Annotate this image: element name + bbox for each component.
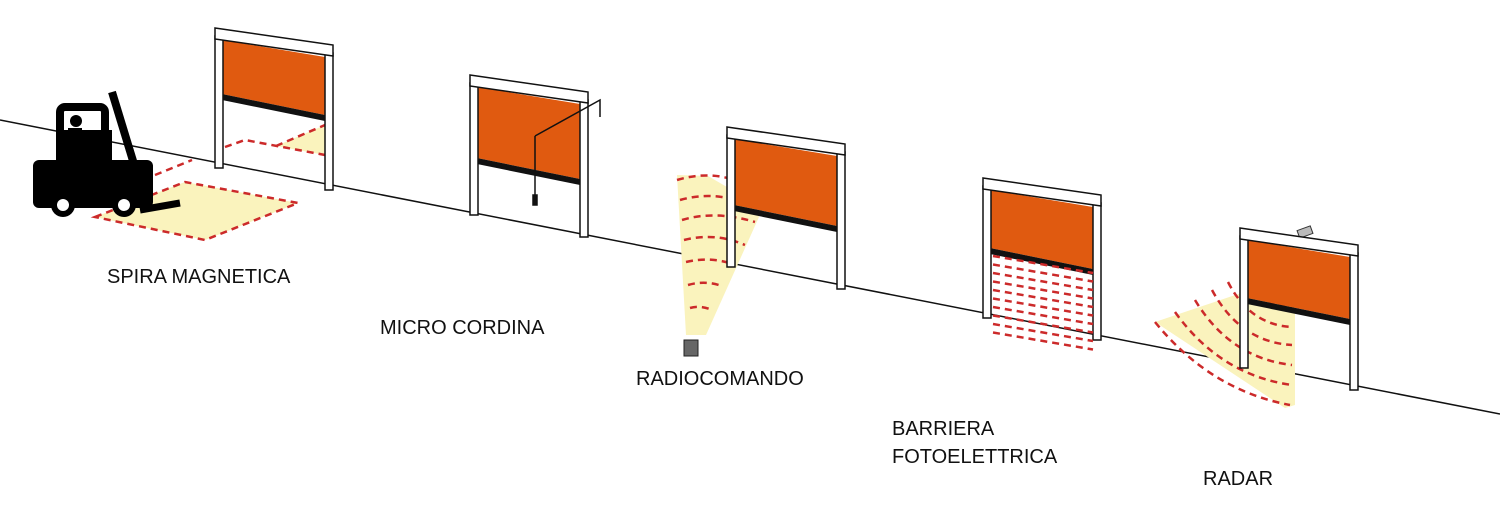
door-2 [469,74,589,238]
label-spira-magnetica: SPIRA MAGNETICA [107,266,291,288]
door-curtain [990,190,1093,269]
photo-beam [992,280,1094,300]
photo-beam [992,254,1094,275]
radar-sensor-icon [1296,225,1314,239]
photo-beam [992,331,1094,351]
door-top-beam [982,177,1102,207]
photo-beam [992,288,1094,309]
label-barriera: BARRIERA [892,418,995,440]
photo-beam [992,314,1094,334]
door-curtain [222,40,325,115]
door-curtain [734,139,837,226]
door-left-post [1239,235,1249,369]
door-bottom-bar [734,205,837,232]
door-right-post [1349,252,1359,391]
forklift-icon [33,90,181,217]
pull-cord [532,98,601,206]
label-radar: RADAR [1203,468,1274,490]
door-1 [214,27,334,191]
door-right-post [1092,202,1102,341]
photo-beam [992,297,1094,317]
door-left-post [982,185,992,319]
door-top-beam [1239,227,1359,257]
label-radiocomando: RADIOCOMANDO [636,368,804,390]
radio-signal-zone [676,174,763,357]
door-right-post [836,151,846,290]
magnetic-loop-zone [90,123,326,242]
door-curtain [1247,240,1350,319]
label-micro-cordina: MICRO CORDINA [380,317,545,339]
label-fotoelettrica: FOTOELETTRICA [892,446,1058,468]
door-left-post [469,82,479,216]
door-right-post [579,99,589,238]
door-right-post [324,52,334,191]
door-5 [1239,227,1359,391]
door-top-beam [726,126,846,156]
door-curtain [477,87,580,179]
door-bottom-bar [477,158,580,185]
door-top-beam [469,74,589,104]
photo-beam [992,305,1094,326]
door-3 [726,126,846,290]
door-top-beam [214,27,334,57]
photo-beam [992,271,1094,292]
photoelectric-beams [992,254,1094,351]
door-bottom-bar [222,94,325,121]
photo-beam [992,322,1094,343]
door-left-post [726,134,736,268]
remote-control-icon [683,339,699,357]
door-bottom-bar [1247,298,1350,325]
door-left-post [214,35,224,169]
photo-beam [992,263,1094,283]
